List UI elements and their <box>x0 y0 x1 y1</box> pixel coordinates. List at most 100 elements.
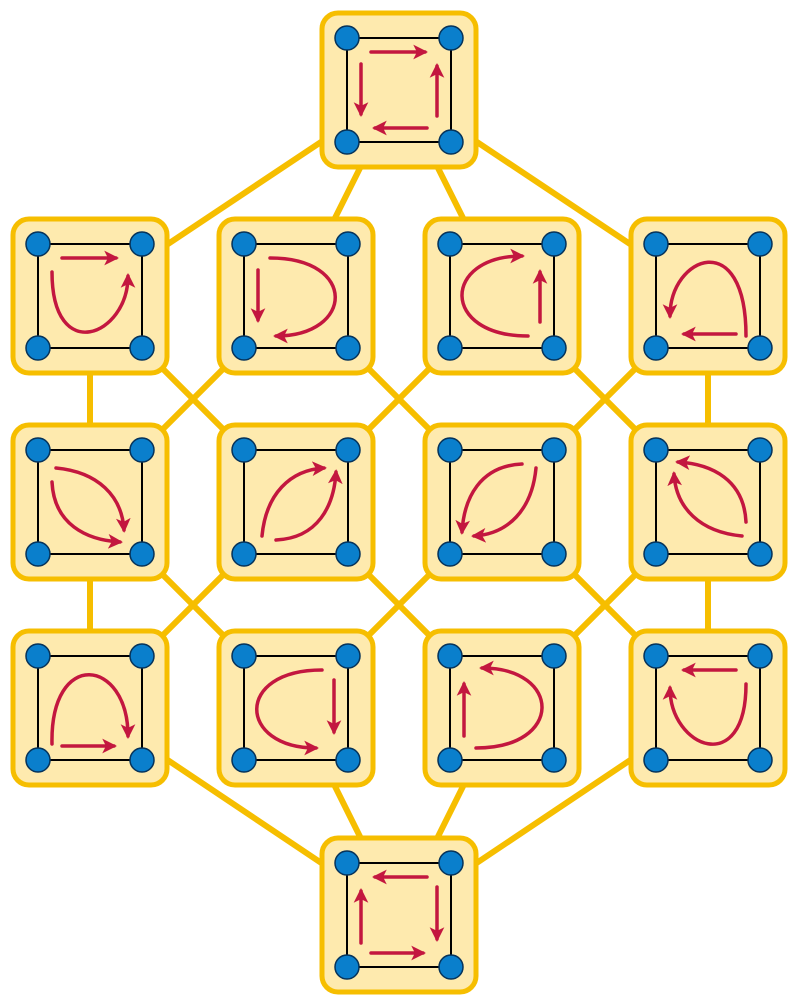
vertex-node <box>25 437 51 463</box>
lattice-tile <box>628 628 788 788</box>
tile-background <box>422 216 582 376</box>
vertex-node <box>129 335 155 361</box>
vertex-node <box>747 541 773 567</box>
vertex-node <box>335 437 361 463</box>
tile-background <box>319 10 479 170</box>
arrow-bl-tr-left <box>260 461 327 538</box>
square-edges <box>37 655 143 761</box>
tile-background <box>10 216 170 376</box>
tile-background <box>10 422 170 582</box>
arrow-right-bottom-left <box>455 462 524 535</box>
vertex-node <box>231 231 257 257</box>
arrow-tl-br-down <box>54 466 131 533</box>
arrow-bottom-left-top-right <box>460 248 530 338</box>
vertex-node <box>438 850 464 876</box>
square-edges <box>346 37 452 143</box>
square-edges <box>346 862 452 968</box>
vertex-node <box>25 747 51 773</box>
vertex-node <box>335 335 361 361</box>
vertex-node <box>437 747 463 773</box>
square-edges <box>655 655 761 761</box>
vertex-node <box>643 437 669 463</box>
square-edges <box>449 449 555 555</box>
vertex-node <box>25 643 51 669</box>
vertex-node <box>231 437 257 463</box>
vertex-node <box>335 643 361 669</box>
lattice-tile <box>422 216 582 376</box>
lattice-tile <box>216 628 376 788</box>
arrow-bottom-right-top-left <box>474 660 544 750</box>
vertex-node <box>747 437 773 463</box>
arrow-left-top-right-down <box>50 673 136 746</box>
arrow-left-bottom-right <box>50 480 123 549</box>
lattice-tile <box>10 628 170 788</box>
tile-background <box>422 422 582 582</box>
vertex-node <box>437 541 463 567</box>
tile-background <box>422 628 582 788</box>
vertex-node <box>334 25 360 51</box>
lattice-tile <box>10 216 170 376</box>
vertex-node <box>438 25 464 51</box>
connector-lines <box>87 87 711 918</box>
vertex-node <box>25 335 51 361</box>
vertex-node <box>129 437 155 463</box>
vertex-node <box>541 437 567 463</box>
lattice-tile <box>216 216 376 376</box>
vertex-node <box>437 231 463 257</box>
vertex-node <box>437 437 463 463</box>
lattice-tile <box>10 422 170 582</box>
lattice-tile <box>422 422 582 582</box>
square-edges <box>243 655 349 761</box>
square-edges <box>655 243 761 349</box>
vertex-node <box>541 541 567 567</box>
lattice-tile <box>319 835 479 995</box>
square-edges <box>37 243 143 349</box>
vertex-node <box>129 747 155 773</box>
tile-background <box>216 628 376 788</box>
arrow-top-left-bottom-right <box>255 668 324 756</box>
vertex-node <box>335 747 361 773</box>
arrow-right-bottom-left-up <box>662 682 748 746</box>
vertex-node <box>747 747 773 773</box>
vertex-node <box>541 231 567 257</box>
lattice-tile <box>628 422 788 582</box>
tiles <box>10 10 788 995</box>
vertex-node <box>643 335 669 361</box>
vertex-node <box>25 231 51 257</box>
vertex-node <box>25 541 51 567</box>
vertex-node <box>541 335 567 361</box>
tile-background <box>319 835 479 995</box>
tile-background <box>216 216 376 376</box>
vertex-node <box>231 643 257 669</box>
square-edges <box>449 243 555 349</box>
lattice-tile <box>319 10 479 170</box>
square-edges <box>243 243 349 349</box>
vertex-node <box>335 231 361 257</box>
vertex-node <box>747 231 773 257</box>
tile-background <box>10 628 170 788</box>
vertex-node <box>129 541 155 567</box>
arrow-top-right-bottom-left <box>268 256 337 344</box>
arrow-bottom-right-up <box>274 469 343 542</box>
square-edges <box>449 655 555 761</box>
vertex-node <box>231 335 257 361</box>
tile-background <box>628 628 788 788</box>
arrow-br-tl-left <box>667 471 744 538</box>
vertex-node <box>643 747 669 773</box>
vertex-node <box>334 850 360 876</box>
vertex-node <box>334 129 360 155</box>
vertex-node <box>747 643 773 669</box>
vertex-node <box>231 747 257 773</box>
vertex-node <box>643 541 669 567</box>
vertex-node <box>438 954 464 980</box>
vertex-node <box>129 231 155 257</box>
vertex-node <box>437 643 463 669</box>
lattice-tile <box>628 216 788 376</box>
vertex-node <box>129 643 155 669</box>
square-edges <box>243 449 349 555</box>
square-edges <box>37 449 143 555</box>
vertex-node <box>438 129 464 155</box>
arrow-left-bottom-right-up <box>50 270 136 334</box>
tile-background <box>628 422 788 582</box>
